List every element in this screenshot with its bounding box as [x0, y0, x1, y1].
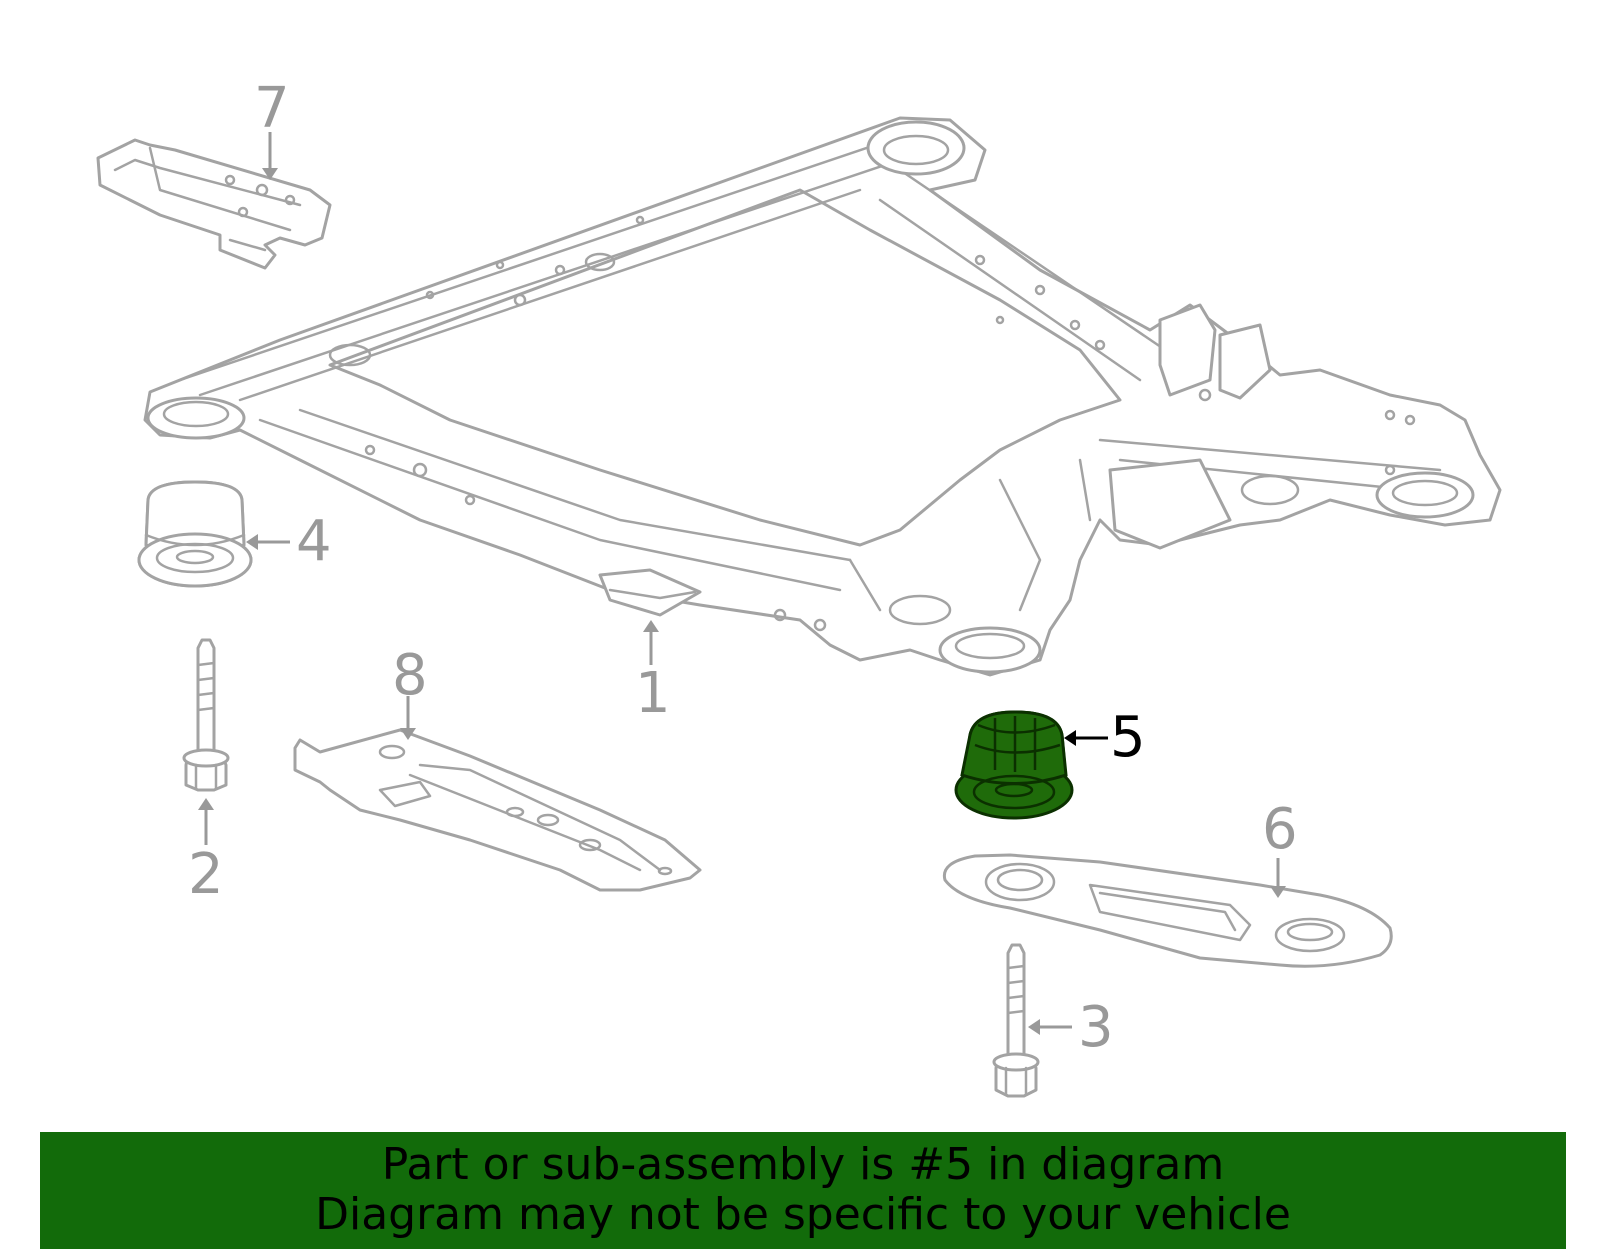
callout-4: 4	[296, 509, 332, 574]
callout-8: 8	[392, 643, 428, 708]
part-2-bolt	[182, 638, 230, 792]
part-6-brace	[942, 853, 1393, 968]
banner-line-1: Part or sub-assembly is #5 in diagram	[381, 1139, 1225, 1190]
callout-6: 6	[1262, 797, 1298, 862]
part-4-bushing	[137, 480, 253, 588]
parts-diagram: 7 4 1 8 2 5 6 3	[96, 76, 1502, 1098]
callout-3: 3	[1078, 995, 1114, 1060]
part-7-bracket	[96, 138, 332, 270]
part-1-subframe	[143, 116, 1502, 677]
part-5-bushing-highlighted	[954, 710, 1074, 820]
part-3-bolt	[992, 943, 1040, 1098]
info-banner: Part or sub-assembly is #5 in diagram Di…	[40, 1132, 1566, 1249]
callout-2: 2	[188, 842, 224, 907]
callout-5: 5	[1110, 705, 1146, 770]
callout-1: 1	[635, 661, 671, 726]
banner-line-2: Diagram may not be specific to your vehi…	[315, 1189, 1291, 1240]
callout-arrows	[198, 132, 1286, 1035]
part-8-plate	[293, 728, 702, 892]
callout-7: 7	[254, 76, 290, 141]
